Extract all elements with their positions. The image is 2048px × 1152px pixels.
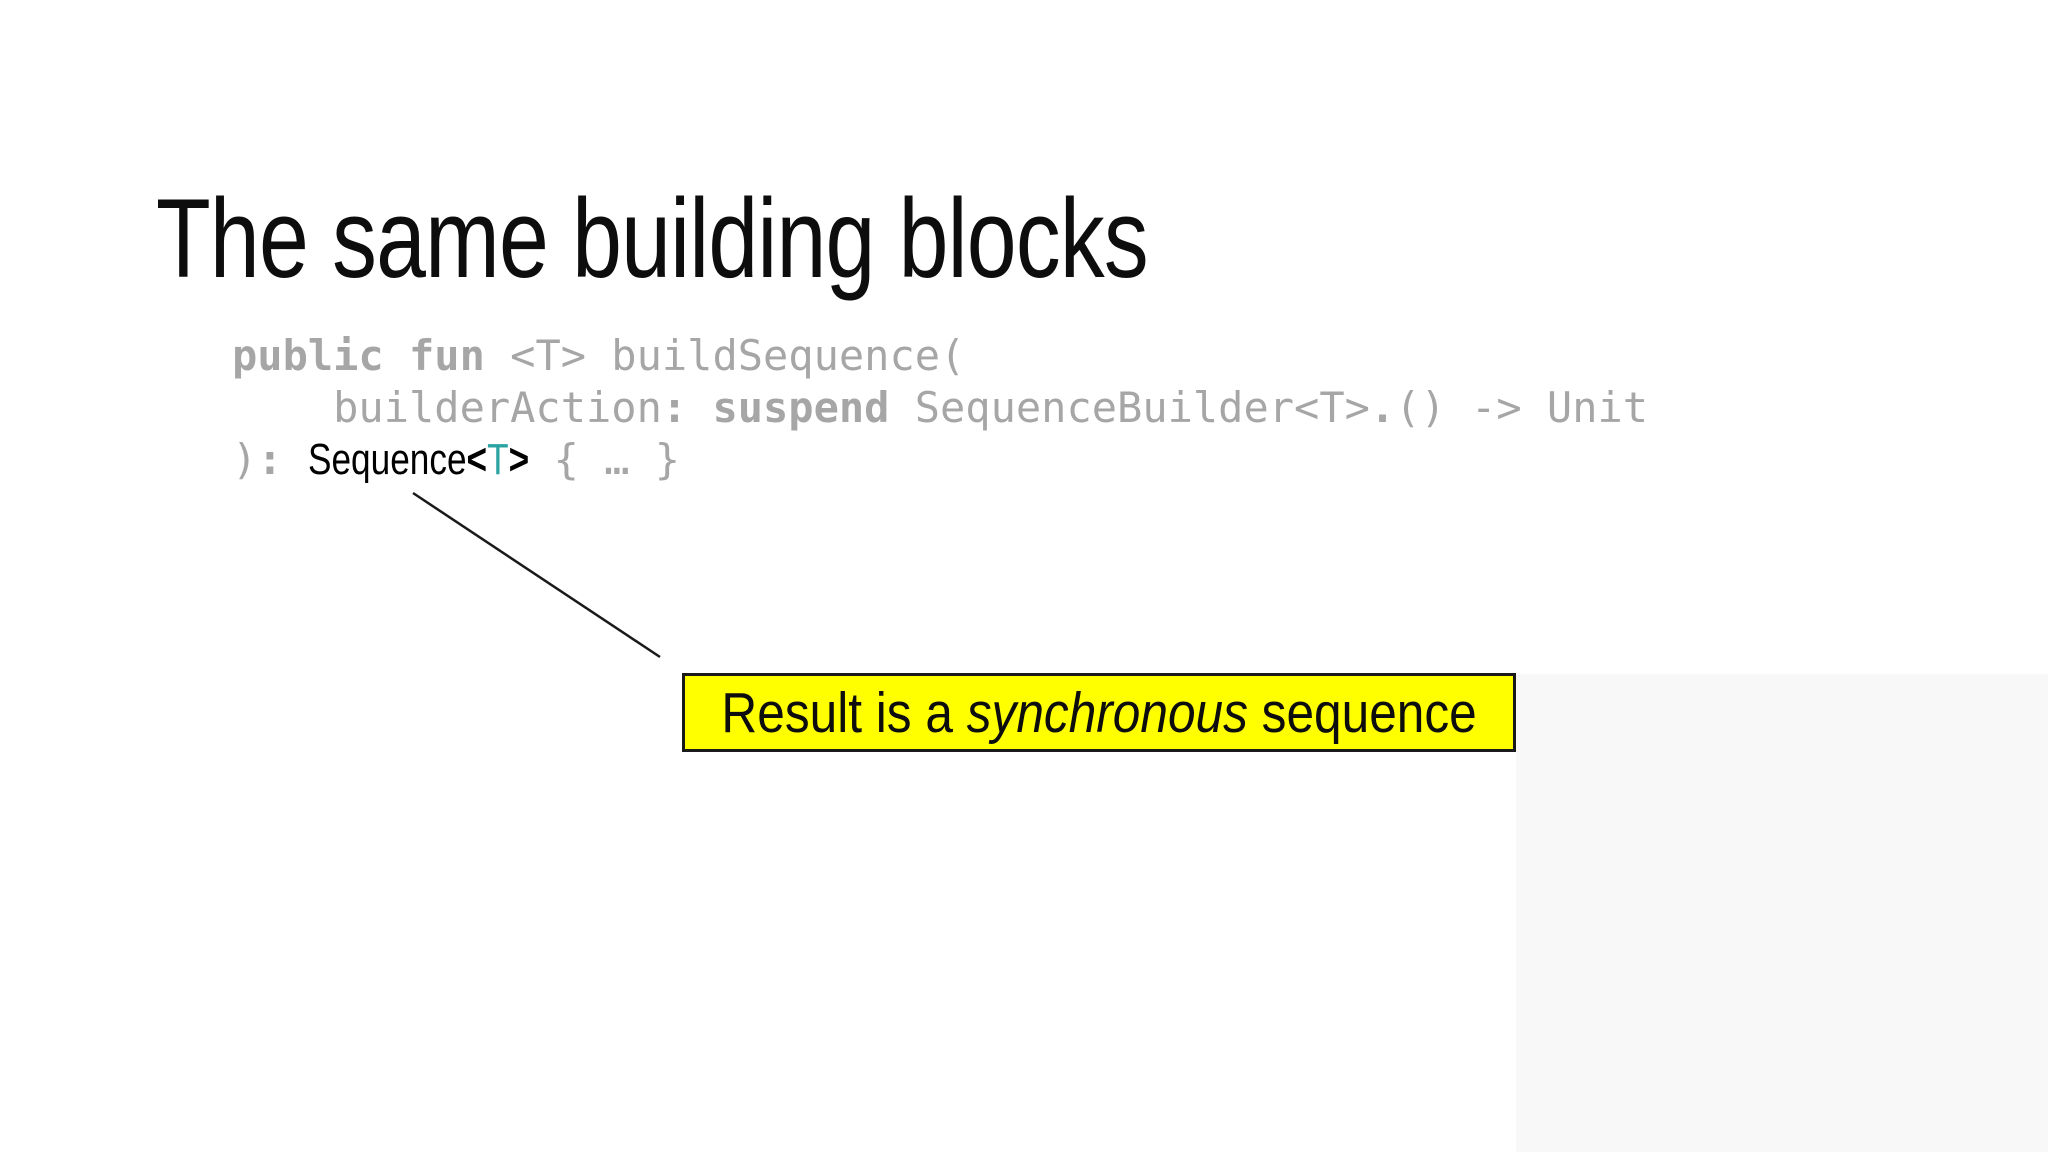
callout-suffix: sequence [1247, 680, 1477, 745]
code-param-name: builderAction [232, 383, 662, 432]
callout-emphasis: synchronous [966, 680, 1248, 745]
code-dot-operator: . [1369, 383, 1396, 432]
type-parameter-t: T [486, 435, 509, 484]
code-block: public fun <T> buildSequence( builderAct… [232, 330, 1648, 486]
code-close-paren: ) [232, 435, 258, 484]
generic-close-bracket: > [508, 435, 530, 484]
return-type-name: Sequence [307, 435, 467, 484]
code-lambda-return: () -> Unit [1395, 383, 1649, 432]
code-function-signature: <T> buildSequence( [484, 331, 966, 380]
callout-box: Result is a synchronous sequence [682, 673, 1516, 752]
callout-text: Result is a synchronous sequence [721, 680, 1476, 746]
code-colon: : [257, 435, 283, 484]
callout-prefix: Result is a [721, 680, 967, 745]
code-space [283, 435, 308, 484]
generic-open-bracket: < [466, 435, 487, 484]
code-line-2: builderAction: suspend SequenceBuilder<T… [232, 382, 1648, 434]
code-line-3: ): Sequence<T> { … } [232, 434, 1648, 486]
code-keyword-suspend: : suspend [661, 383, 890, 432]
code-keyword-public-fun: public fun [232, 331, 485, 380]
code-param-type: SequenceBuilder<T> [889, 383, 1370, 432]
background-tint [1516, 674, 2048, 1152]
return-type-highlight: Sequence<T> [308, 434, 529, 486]
code-line-1: public fun <T> buildSequence( [232, 330, 1648, 382]
code-body-braces: { … } [528, 435, 681, 484]
slide-title: The same building blocks [156, 176, 1149, 302]
